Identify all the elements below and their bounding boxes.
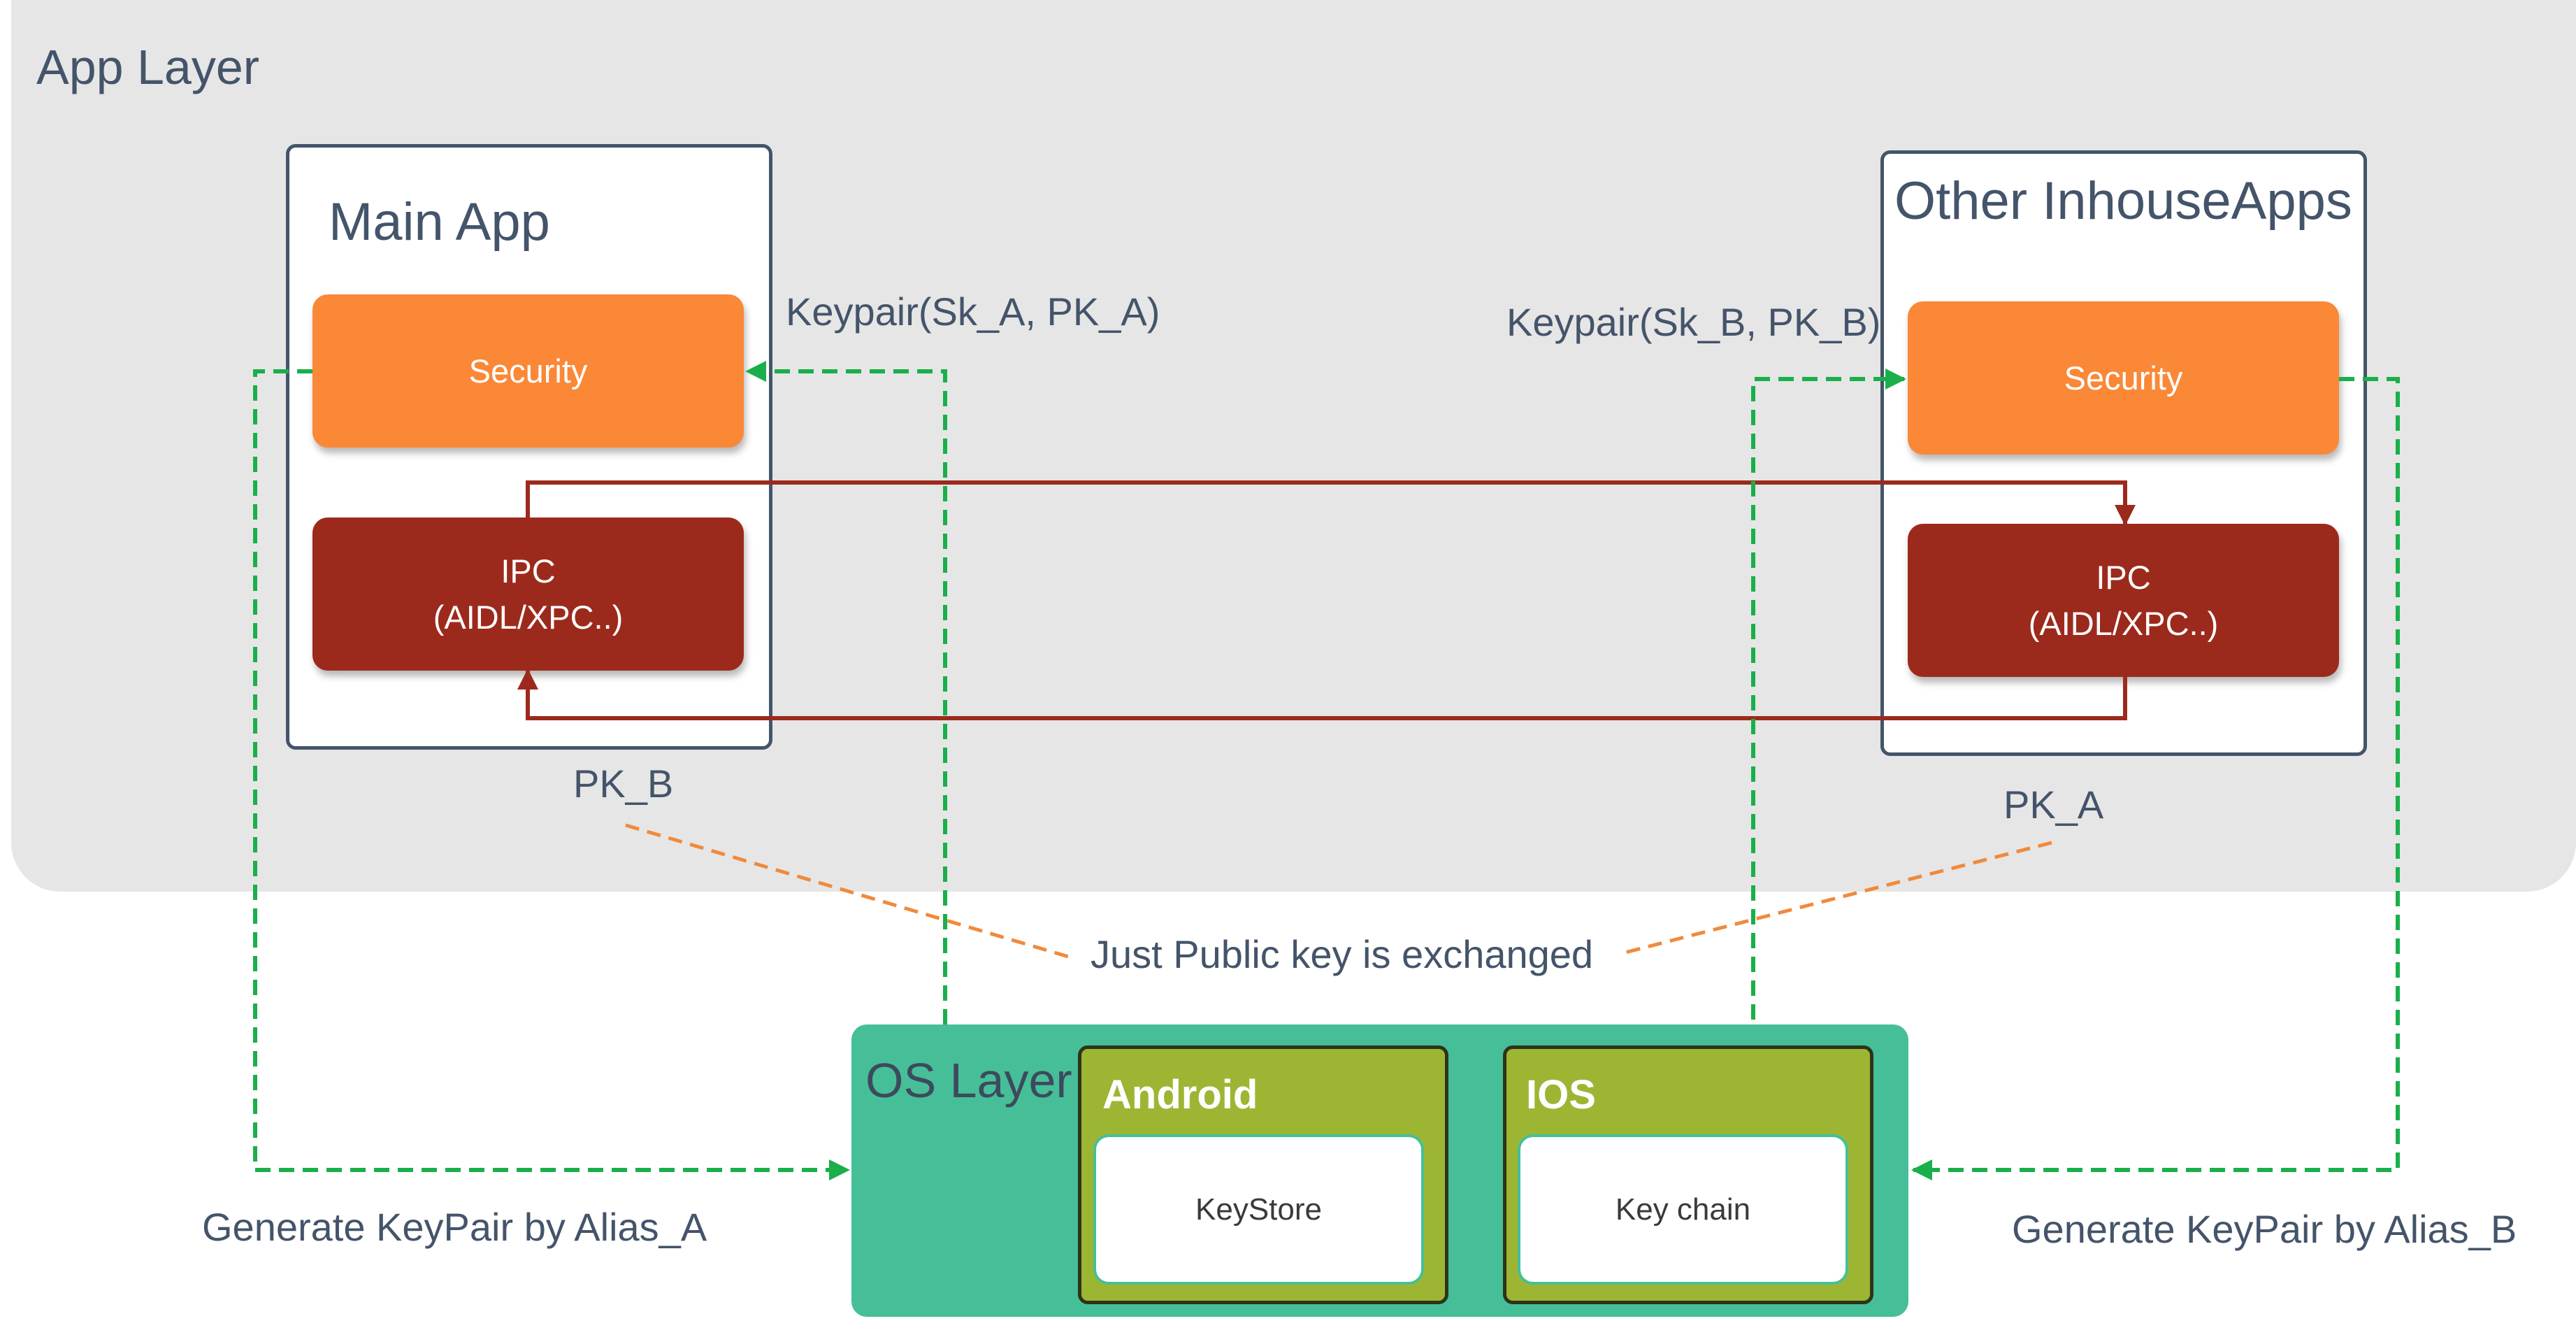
main-app-received-key: PK_B	[573, 762, 674, 806]
other-apps-ipc-box: IPC (AIDL/XPC..)	[1908, 524, 2339, 677]
main-security-to-os-arrow	[253, 369, 850, 1180]
android-keystore-label: KeyStore	[1195, 1192, 1322, 1227]
ipc-other-to-main-arrow	[517, 669, 2127, 720]
other-apps-title: Other InhouseApps	[1894, 171, 2352, 231]
ios-keychain-box: Key chain	[1518, 1134, 1848, 1285]
main-app-ipc-box: IPC (AIDL/XPC..)	[312, 517, 744, 671]
other-apps-ipc-line1: IPC	[2096, 558, 2151, 596]
android-keystore-box: KeyStore	[1093, 1134, 1424, 1285]
other-apps-security-box: Security	[1908, 301, 2339, 455]
main-app-security-box: Security	[312, 294, 744, 448]
other-apps-received-key: PK_A	[2003, 783, 2104, 827]
other-apps-security-label: Security	[2064, 359, 2183, 397]
app-layer-label: App Layer	[36, 40, 260, 94]
ipc-main-to-other-arrow	[526, 480, 2136, 526]
other-apps-keypair-label: Keypair(Sk_B, PK_B)	[1506, 300, 1881, 344]
note-line-pk-b	[625, 823, 1074, 960]
generate-a-label: Generate KeyPair by Alias_A	[202, 1205, 707, 1249]
ios-keychain-label: Key chain	[1615, 1192, 1751, 1227]
main-app-security-label: Security	[468, 352, 588, 390]
main-app-ipc-line1: IPC	[501, 552, 556, 590]
os-to-other-security-arrow	[1751, 369, 1906, 1020]
note-line-pk-a	[1625, 841, 2052, 955]
android-title: Android	[1102, 1072, 1258, 1118]
ios-title: IOS	[1526, 1072, 1596, 1118]
os-to-main-security-arrow	[745, 361, 947, 1024]
generate-b-label: Generate KeyPair by Alias_B	[2012, 1207, 2517, 1251]
other-security-to-os-arrow	[1911, 377, 2400, 1180]
other-apps-ipc-line2: (AIDL/XPC..)	[2028, 604, 2219, 642]
os-layer-label: OS Layer	[865, 1053, 1072, 1108]
main-app-ipc-line2: (AIDL/XPC..)	[433, 598, 624, 636]
exchange-note: Just Public key is exchanged	[1091, 932, 1594, 976]
main-app-title: Main App	[329, 192, 550, 252]
main-app-keypair-label: Keypair(Sk_A, PK_A)	[786, 290, 1160, 334]
